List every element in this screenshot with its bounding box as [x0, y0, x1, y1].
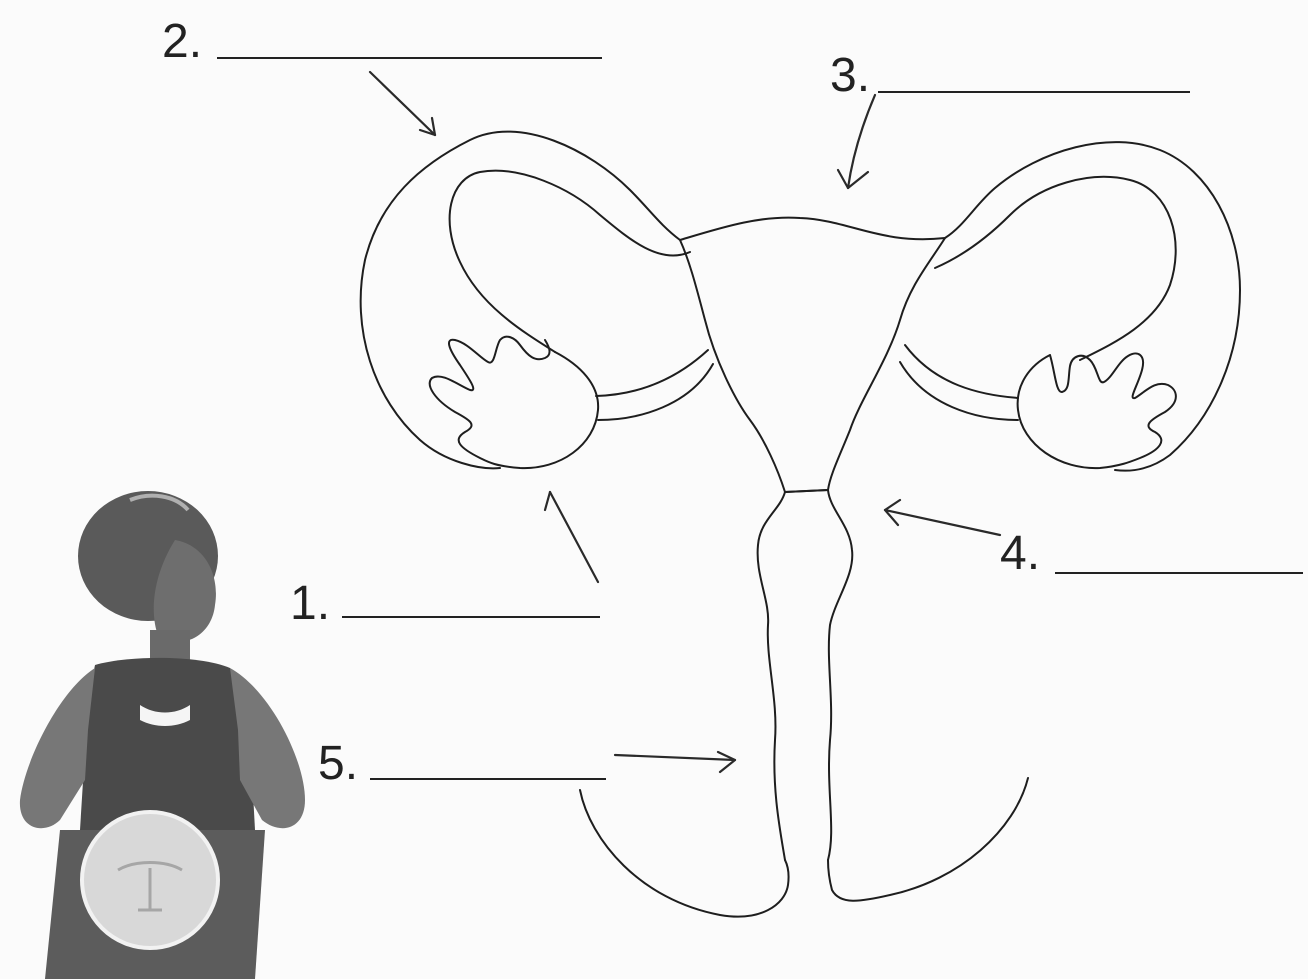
left-ovarian-ligament-lower: [598, 364, 713, 420]
label-2-number: 2.: [162, 18, 202, 66]
right-ovarian-ligament-lower: [900, 362, 1018, 420]
arrow-4: [885, 500, 1000, 535]
cervix-line: [785, 490, 828, 492]
label-5-answer-line[interactable]: [370, 778, 606, 780]
label-4-number: 4.: [1000, 530, 1040, 578]
right-fallopian-tube-inner: [935, 177, 1176, 360]
label-2-answer-line[interactable]: [217, 57, 602, 59]
arrow-5: [615, 752, 735, 772]
left-fallopian-tube-inner: [450, 171, 690, 352]
cervix-right-wall: [828, 490, 852, 860]
arrow-3: [838, 95, 875, 188]
cervix-left-wall: [758, 492, 785, 860]
right-ovarian-ligament: [905, 345, 1018, 398]
woman-figure-illustration: [20, 491, 305, 979]
vagina-opening-left: [580, 790, 789, 917]
label-3-number: 3.: [830, 52, 870, 100]
right-ovary: [1018, 354, 1176, 469]
left-ovary: [430, 337, 598, 468]
label-5-number: 5.: [318, 740, 358, 788]
vagina-opening-right: [828, 778, 1028, 901]
tank-top: [80, 658, 255, 830]
label-1-number: 1.: [290, 580, 330, 628]
uterus-outline: [680, 218, 945, 492]
label-1-answer-line[interactable]: [342, 616, 600, 618]
arrow-2: [370, 72, 435, 135]
arrow-1: [545, 492, 598, 582]
label-3-answer-line[interactable]: [878, 91, 1190, 93]
label-4-answer-line[interactable]: [1055, 572, 1303, 574]
right-fallopian-tube-outer: [945, 142, 1240, 471]
